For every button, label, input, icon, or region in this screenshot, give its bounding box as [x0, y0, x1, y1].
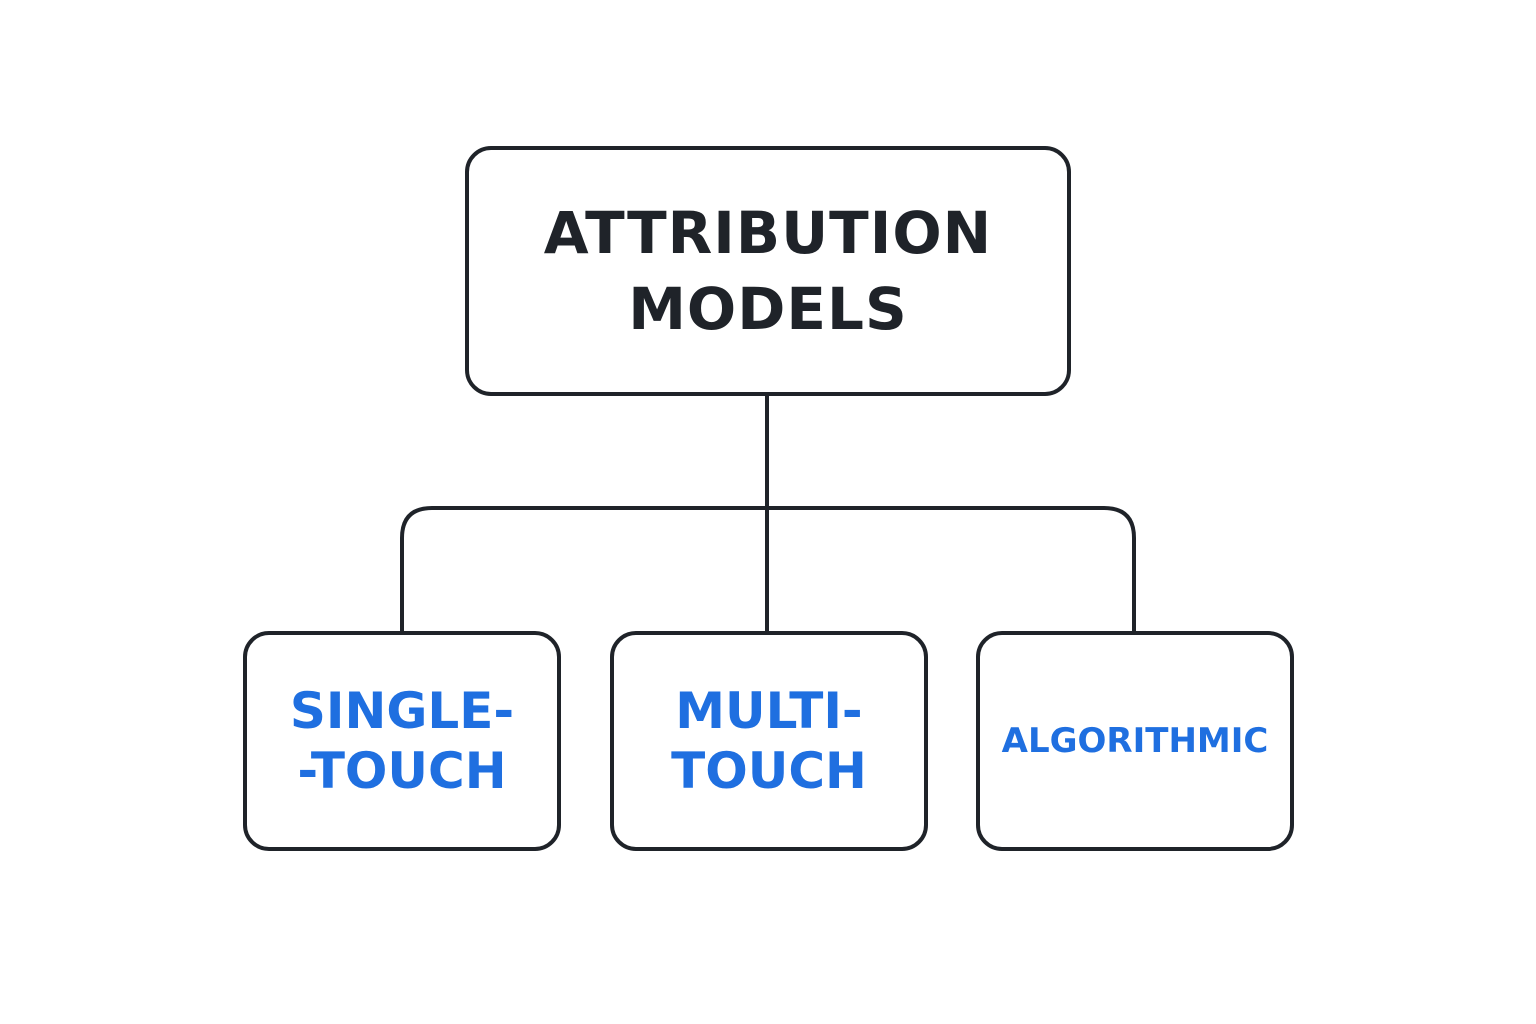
multi-touch-label-line-2: TOUCH: [671, 742, 867, 800]
single-touch-label-line-1: SINGLE-: [289, 682, 515, 740]
root-node-label: ATTRIBUTION MODELS: [544, 195, 992, 347]
single-touch-label-line-2: -TOUCH: [297, 742, 507, 800]
connector-right-branch: [767, 506, 1136, 631]
child-node-label: MULTI- TOUCH: [671, 681, 867, 801]
child-node-label: ALGORITHMIC: [1002, 719, 1269, 763]
root-label-line-2: MODELS: [628, 275, 908, 343]
child-node-multi-touch: MULTI- TOUCH: [610, 631, 928, 851]
connector-left-branch: [400, 506, 767, 631]
child-node-algorithmic: ALGORITHMIC: [976, 631, 1294, 851]
multi-touch-label-line-1: MULTI-: [675, 682, 863, 740]
algorithmic-label-line-1: ALGORITHMIC: [1001, 721, 1269, 761]
root-node-attribution-models: ATTRIBUTION MODELS: [465, 146, 1071, 396]
child-node-single-touch: SINGLE- -TOUCH: [243, 631, 561, 851]
child-node-label: SINGLE- -TOUCH: [290, 681, 514, 801]
root-label-line-1: ATTRIBUTION: [543, 199, 993, 267]
